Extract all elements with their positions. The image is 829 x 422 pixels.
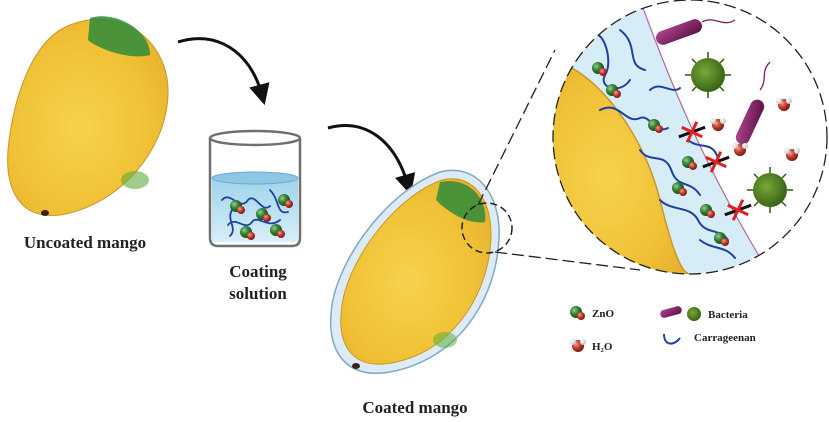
bacterium-top [656,19,736,45]
legend-carrageenan-label: Carrageenan [694,332,756,344]
legend-carrageenan: Carrageenan [663,332,756,345]
legend-bacteria: Bacteria [660,306,748,321]
coated-mango-label: Coated mango [362,398,467,417]
uncoated-mango [7,16,169,217]
zoom-line-bottom [494,251,641,271]
arrow-to-coated [327,124,416,196]
virus-top [685,52,731,98]
beaker-carrageenan-strands [221,189,289,237]
uncoated-mango-label: Uncoated mango [24,233,146,252]
blocked-penetration-markers [678,121,752,221]
legend-h2o-label: H₂O [592,341,613,353]
bacterium-right [735,61,771,145]
legend: ZnO H₂O Bacteria Carrageenan [570,306,756,353]
legend-zno: ZnO [570,306,614,320]
coating-label-line2: solution [229,284,287,303]
legend-h2o: H₂O [570,339,613,353]
virus-bottom [747,167,793,213]
arrow-to-coating [177,37,270,106]
beaker [208,129,302,248]
carrageenan-strands [589,29,736,259]
zoom-region-circle [461,202,513,254]
coated-mango [329,169,500,374]
legend-bacteria-label: Bacteria [708,309,748,321]
zoomed-coating-view [552,0,828,275]
coating-label-line1: Coating [229,262,287,281]
zoom-line-top [477,49,556,206]
legend-zno-label: ZnO [592,308,614,320]
